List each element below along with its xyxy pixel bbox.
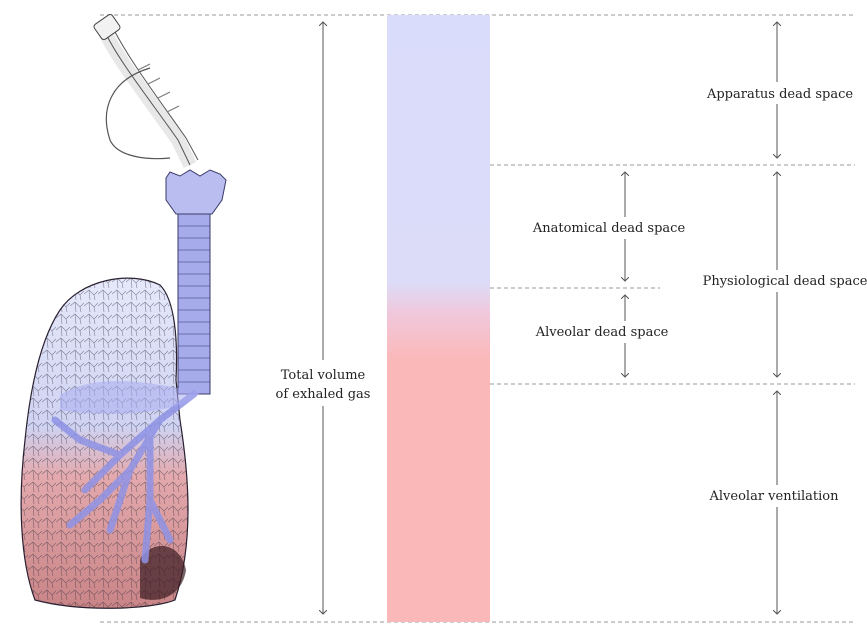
apparatus-dead-space-label: Apparatus dead space (706, 87, 853, 102)
exhaled-gas-column (387, 15, 490, 622)
alveolar-dead-space-label: Alveolar dead space (535, 325, 669, 340)
physiological-dead-space-label: Physiological dead space (703, 274, 867, 289)
alveolar-ventilation-label: Alveolar ventilation (709, 489, 840, 504)
total-volume-label-line1: Total volume (281, 368, 366, 383)
anatomical-dead-space-label: Anatomical dead space (532, 221, 686, 236)
lung-airway-illustration (21, 13, 226, 608)
total-volume-label-line2: of exhaled gas (276, 387, 371, 402)
endotracheal-tube-icon (93, 13, 198, 165)
